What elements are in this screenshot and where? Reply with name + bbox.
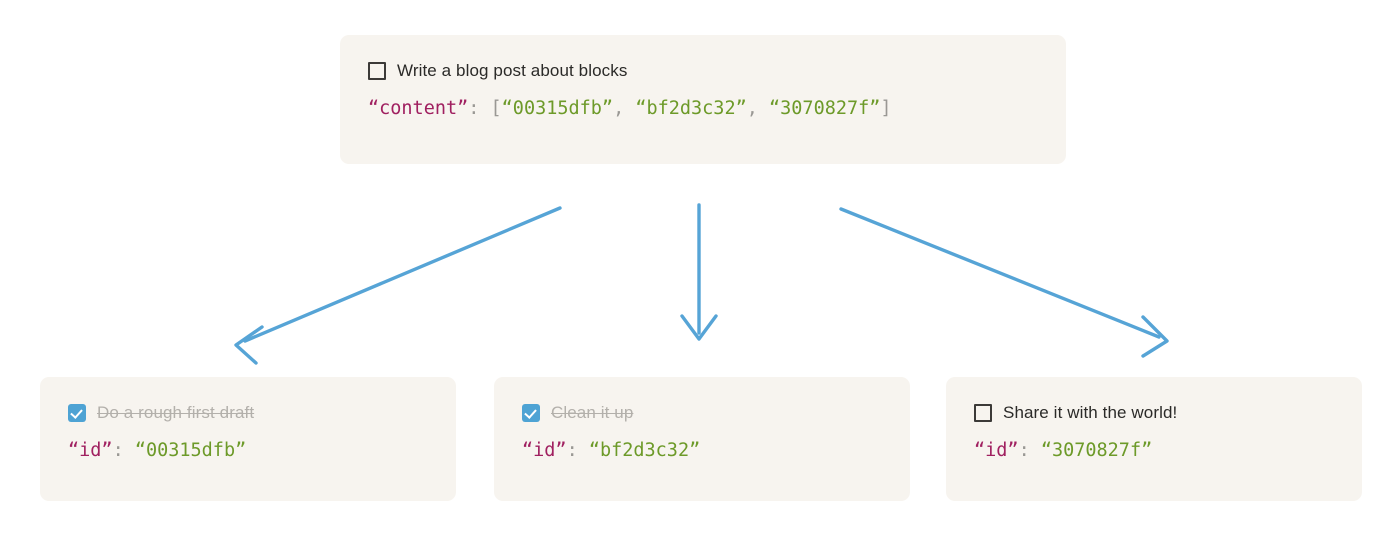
checkbox-checked-icon[interactable] — [68, 404, 86, 422]
json-close-bracket: ] — [880, 98, 892, 119]
json-gap-2 — [1030, 440, 1041, 461]
child-block-card-0[interactable]: Do a rough first draft “id”: “00315dfb” — [40, 377, 456, 501]
json-gap-0 — [124, 440, 135, 461]
parent-task-title: Write a blog post about blocks — [397, 61, 628, 80]
json-colon-2: : — [1018, 440, 1030, 461]
child-task-title-2: Share it with the world! — [1003, 403, 1178, 422]
child-json-line-2: “id”: “3070827f” — [974, 438, 1336, 464]
arrow-to-second-child — [680, 203, 718, 341]
child-json-line-1: “id”: “bf2d3c32” — [522, 438, 884, 464]
json-key-id-1: “id” — [522, 440, 567, 461]
json-key-id-2: “id” — [974, 440, 1019, 461]
child-json-line-0: “id”: “00315dfb” — [68, 438, 430, 464]
json-array-value-0: “00315dfb” — [501, 98, 614, 119]
json-separator-1: , — [746, 98, 770, 119]
json-array-value-1: “bf2d3c32” — [635, 98, 747, 119]
child-task-title-1: Clean it up — [551, 403, 634, 422]
json-gap-1 — [578, 440, 589, 461]
checkbox-unchecked-icon[interactable] — [974, 404, 992, 422]
child-task-row-1: Clean it up — [522, 401, 884, 425]
child-block-card-1[interactable]: Clean it up “id”: “bf2d3c32” — [494, 377, 910, 501]
checkbox-checked-icon[interactable] — [522, 404, 540, 422]
json-key-content: “content” — [368, 98, 469, 119]
json-colon-1: : — [566, 440, 578, 461]
json-separator-0: , — [613, 98, 636, 119]
arrow-to-first-child — [234, 206, 562, 365]
child-task-title-0: Do a rough first draft — [97, 403, 255, 422]
child-task-row-0: Do a rough first draft — [68, 401, 430, 425]
json-colon-0: : — [112, 440, 124, 461]
child-task-row-2: Share it with the world! — [974, 401, 1336, 425]
json-open-bracket: [ — [479, 98, 502, 119]
json-colon: : — [468, 98, 480, 119]
parent-json-line: “content”: [“00315dfb”, “bf2d3c32”, “307… — [368, 96, 1038, 122]
json-array-value-2: “3070827f” — [769, 98, 881, 119]
arrow-to-third-child — [839, 207, 1169, 358]
json-value-id-2: “3070827f” — [1040, 440, 1153, 461]
checkbox-unchecked-icon[interactable] — [368, 62, 386, 80]
parent-task-row: Write a blog post about blocks — [368, 59, 1038, 83]
json-value-id-0: “00315dfb” — [134, 440, 247, 461]
json-key-id-0: “id” — [68, 440, 113, 461]
parent-block-card[interactable]: Write a blog post about blocks “content”… — [340, 35, 1066, 164]
json-value-id-1: “bf2d3c32” — [588, 440, 701, 461]
child-block-card-2[interactable]: Share it with the world! “id”: “3070827f… — [946, 377, 1362, 501]
